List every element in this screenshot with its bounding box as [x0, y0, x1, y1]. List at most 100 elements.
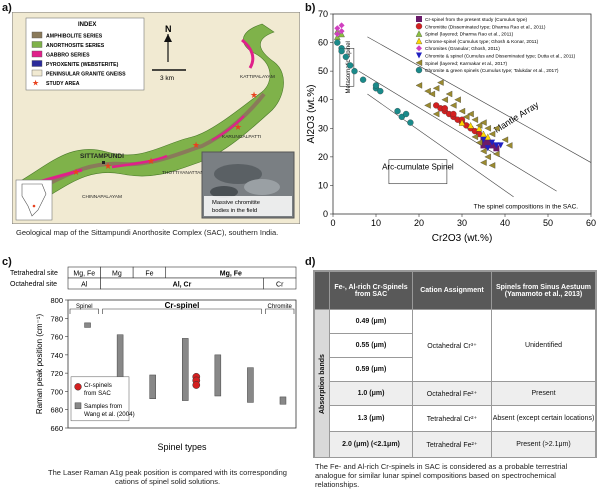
series-6 — [415, 79, 513, 169]
data-point — [394, 107, 401, 115]
sac-point-2 — [192, 381, 201, 389]
data-point — [334, 31, 341, 37]
legend-label-2: GABBRO SERIES — [46, 53, 90, 59]
table-caption: The Fe- and Al-rich Cr-spinels in SAC is… — [315, 462, 568, 489]
svg-text:★: ★ — [250, 90, 258, 100]
annotation-sac-note: The spinel compositions in the SAC. — [474, 203, 579, 210]
data-point — [484, 145, 491, 152]
data-point — [428, 90, 436, 98]
data-point — [437, 79, 444, 86]
wang-bar-0 — [84, 322, 91, 328]
lunar-4: Absent (except certain locations) — [491, 405, 596, 432]
legend-marker — [415, 23, 423, 30]
raman-y-tick-label: 720 — [50, 369, 63, 378]
data-point — [480, 136, 487, 143]
header-lunar: Spinels from Sinus Aestuum (Yamamoto et … — [491, 271, 596, 310]
group-label-0: Spinel — [76, 304, 93, 310]
raman-caption: The Laser Raman A1g peak position is com… — [48, 468, 287, 486]
octahedral-site-label: Octahedral site — [10, 281, 57, 288]
raman-y-tick-label: 780 — [50, 314, 63, 323]
data-point — [334, 25, 341, 32]
tetra-cell-label-0: Mg, Fe — [73, 271, 95, 278]
legend-entry: Spinel (layered; Karmakar et al., 2017) — [425, 61, 508, 67]
map-caption: Geological map of the Sittampundi Anorth… — [16, 228, 279, 237]
octa-cell-label-0: Al — [81, 282, 88, 289]
legend-entry: Chrome-spinel (Cumulus type; Ghosh & Kon… — [425, 39, 539, 45]
data-point — [458, 119, 466, 126]
cation-5: Tetrahedral Fe²⁺ — [412, 431, 492, 458]
series-7 — [334, 39, 414, 126]
data-point — [372, 82, 380, 89]
data-point — [402, 110, 410, 118]
data-point — [338, 22, 345, 29]
raman-y-tick-label: 760 — [50, 333, 63, 342]
data-point — [484, 153, 491, 161]
lunar-3: Present — [491, 381, 596, 406]
wang-bar-5 — [247, 367, 254, 403]
absorption-table-panel: Fe-, Al-rich Cr-Spinels from SAC Cation … — [313, 270, 597, 458]
band-1: 0.55 (μm) — [329, 333, 413, 358]
legend-label-4: PENINSULAR GRANITE GNEISS — [46, 72, 126, 78]
lunar-0: Unidentified — [491, 309, 596, 382]
cation-3: Octahedral Fe²⁺ — [412, 381, 492, 406]
octa-cell-label-1: Al, Cr — [173, 282, 192, 289]
header-sac: Fe-, Al-rich Cr-Spinels from SAC — [329, 271, 413, 310]
data-point — [475, 124, 483, 132]
group-bracket-2 — [265, 308, 295, 314]
place-chinnapalayam: CHINNAPALAYAM — [82, 194, 122, 200]
x-axis-label: Cr2O3 (wt.%) — [432, 233, 493, 244]
svg-text:★: ★ — [192, 140, 200, 150]
data-point — [432, 85, 440, 92]
x-tick-label: 30 — [457, 218, 467, 228]
place-thottiyanattam: THOTTIYANATTAM — [162, 170, 204, 176]
legend-label-3: PYROXENITE (WEBSTERITE) — [46, 62, 119, 68]
scatter-legend: Cr-spinel from the present study (Cumulu… — [415, 16, 576, 74]
data-point — [505, 142, 513, 149]
data-point — [480, 142, 487, 149]
band-4: 1.3 (μm) — [329, 405, 413, 432]
y-tick-label: 40 — [318, 95, 328, 105]
x-tick-label: 0 — [330, 218, 335, 228]
x-tick-label: 50 — [543, 218, 553, 228]
y-tick-label: 20 — [318, 152, 328, 162]
panel-label-a: a) — [2, 2, 12, 14]
x-tick-label: 40 — [500, 218, 510, 228]
group-label-1: Cr-spinel — [165, 301, 200, 310]
legend-entry: Spinel (layered; Dharma Rao et al., 2011… — [425, 32, 514, 38]
data-point — [359, 76, 367, 83]
svg-text:★: ★ — [104, 161, 112, 171]
series-3 — [458, 119, 492, 141]
raman-y-tick-label: 700 — [50, 387, 63, 396]
tetrahedral-site-label: Tetrahedral site — [10, 270, 58, 277]
x-tick-label: 20 — [414, 218, 424, 228]
place-karungalpatti: KARUNGALPATTI — [222, 134, 261, 140]
gabbro-streak-3 — [241, 38, 255, 69]
wang-bar-2 — [149, 374, 156, 399]
data-point — [377, 87, 384, 95]
y-tick-label: 30 — [318, 123, 328, 133]
wang-bar-6 — [279, 396, 287, 405]
data-point — [462, 113, 470, 121]
geological-map: ★★★ ★★★ INDEX AMPHIBOLITE SERIESANORTHOS… — [12, 12, 300, 224]
raman-y-tick-label: 800 — [50, 296, 63, 305]
data-point — [471, 133, 479, 141]
arc-cumulate-line — [367, 93, 514, 198]
legend-sac-marker — [74, 383, 82, 391]
place-sittampundi: SITTAMPUNDI — [80, 153, 124, 160]
octa-cell-label-2: Cr — [276, 282, 284, 289]
legend-label-0: AMPHIBOLITE SERIES — [46, 34, 103, 40]
data-point — [441, 96, 448, 103]
data-point — [493, 142, 500, 149]
header-cation: Cation Assignment — [412, 271, 492, 310]
band-5: 2.0 (μm) (<2.1μm) — [329, 431, 413, 458]
data-point — [445, 90, 453, 98]
legend-entry: Chromitite (Disseminated type; Dharma Ra… — [425, 24, 546, 30]
north-label: N — [165, 24, 172, 34]
legend-marker — [416, 52, 422, 59]
data-point — [450, 102, 457, 109]
lunar-5: Present (>2.1μm) — [491, 431, 596, 458]
legend-wang-label-2: Wang et al. (2004) — [84, 411, 135, 418]
